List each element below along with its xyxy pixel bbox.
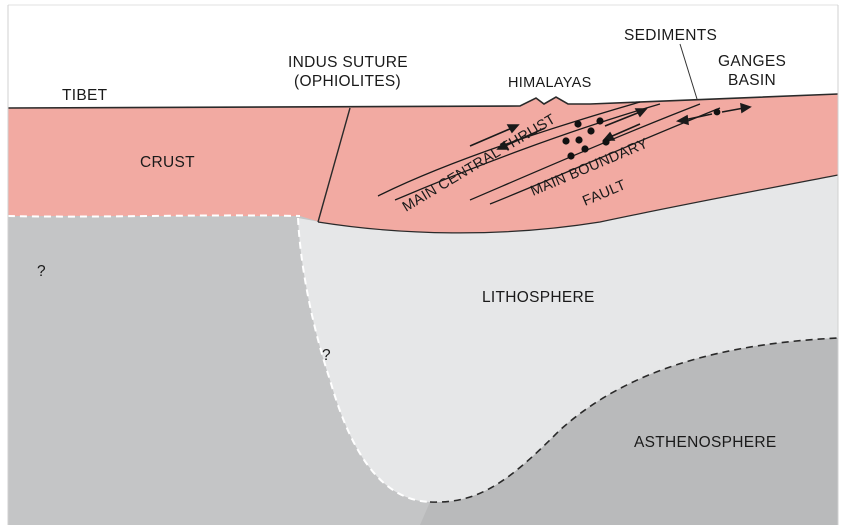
label-question-left: ?: [37, 263, 46, 280]
label-lithosphere: LITHOSPHERE: [482, 289, 595, 306]
label-indus-suture: INDUS SUTURE: [288, 54, 408, 71]
label-ganges: GANGES: [718, 53, 786, 70]
label-ophiolites: (OPHIOLITES): [294, 73, 401, 90]
label-basin: BASIN: [728, 72, 776, 89]
label-question-middle: ?: [322, 347, 331, 364]
label-himalayas: HIMALAYAS: [508, 75, 592, 91]
label-asthenosphere: ASTHENOSPHERE: [634, 434, 777, 451]
label-tibet: TIBET: [62, 87, 108, 104]
label-crust: CRUST: [140, 154, 195, 171]
label-sediments: SEDIMENTS: [624, 27, 717, 44]
